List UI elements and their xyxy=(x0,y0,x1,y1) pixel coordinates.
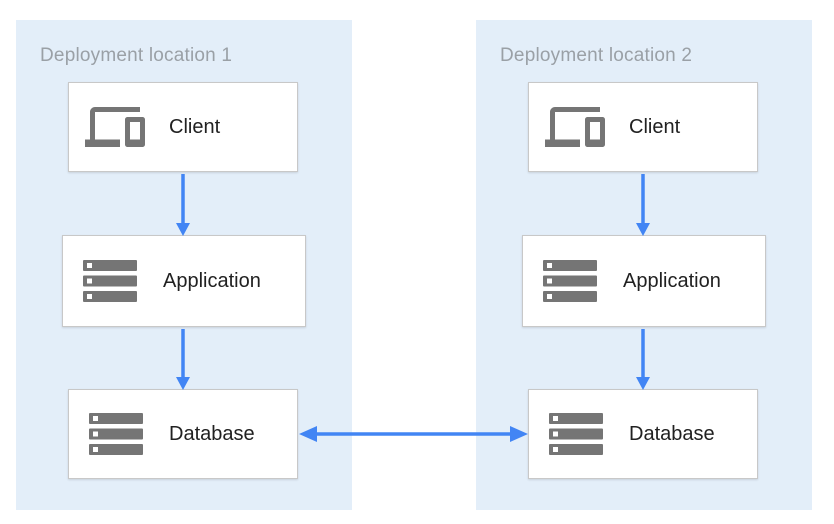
node-database-2: Database xyxy=(528,389,758,479)
node-label: Client xyxy=(169,115,221,138)
panel-title-2: Deployment location 2 xyxy=(500,45,693,66)
server-stack-icon xyxy=(83,260,137,302)
node-label: Database xyxy=(629,422,715,445)
server-stack-icon xyxy=(549,413,603,455)
node-client-1: Client xyxy=(68,82,298,172)
devices-icon xyxy=(545,107,605,147)
deployment-location-1-panel: Deployment location 1 Client A xyxy=(16,20,352,510)
panel-title-1: Deployment location 1 xyxy=(40,45,233,66)
deployment-location-2-panel: Deployment location 2 Client A xyxy=(476,20,812,510)
node-database-1: Database xyxy=(68,389,298,479)
devices-icon xyxy=(85,107,145,147)
node-label: Client xyxy=(629,115,681,138)
server-stack-icon xyxy=(543,260,597,302)
node-client-2: Client xyxy=(528,82,758,172)
node-label: Application xyxy=(623,269,721,292)
node-application-2: Application xyxy=(522,235,766,327)
node-application-1: Application xyxy=(62,235,306,327)
node-label: Application xyxy=(163,269,261,292)
server-stack-icon xyxy=(89,413,143,455)
node-label: Database xyxy=(169,422,255,445)
